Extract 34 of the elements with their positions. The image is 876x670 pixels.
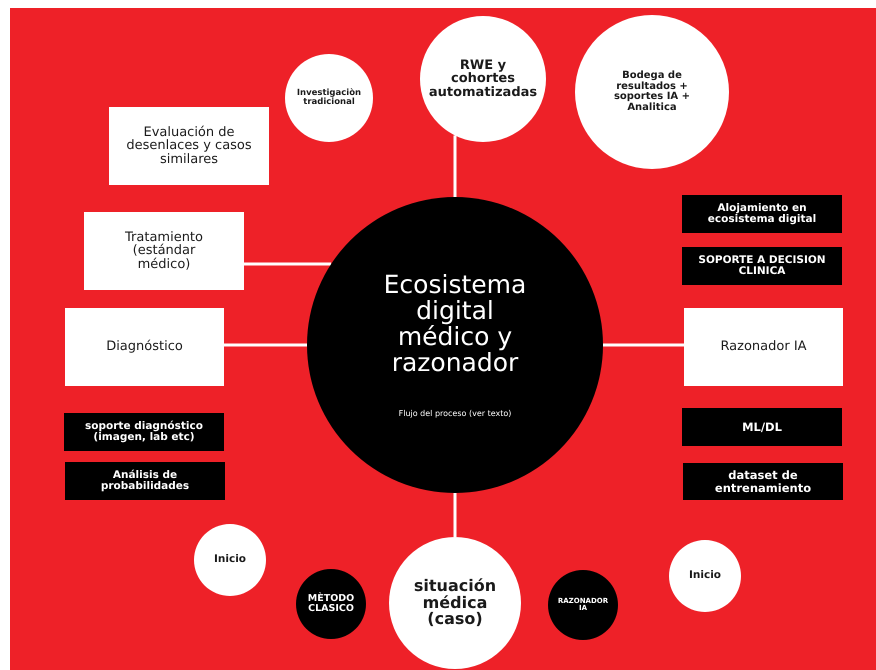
connector-line bbox=[224, 344, 307, 346]
connector-line bbox=[454, 135, 456, 197]
connector-line bbox=[454, 493, 456, 537]
detail-box bbox=[64, 413, 224, 451]
node-label: Razonador IA bbox=[720, 340, 807, 354]
topic-box bbox=[84, 212, 244, 290]
detail-box bbox=[682, 408, 842, 446]
node-label: dataset de entrenamiento bbox=[714, 469, 812, 494]
detail-box bbox=[682, 247, 842, 285]
node-label: Inicio bbox=[214, 554, 246, 566]
node-subtitle: Flujo del proceso (ver texto) bbox=[398, 408, 512, 418]
node-label: situación médica (caso) bbox=[412, 578, 498, 628]
connector-line bbox=[244, 262, 332, 266]
node-label: RWE y cohortes automatizadas bbox=[428, 58, 538, 100]
node-label: soporte diagnóstico (imagen, lab etc) bbox=[84, 420, 204, 444]
topic-box bbox=[684, 308, 843, 386]
node-label: MÈTODO CLASICO bbox=[306, 594, 356, 614]
node-label: Alojamiento en ecosistema digital bbox=[706, 202, 818, 226]
node-label: Bodega de resultados + soportes IA + Analitica bbox=[612, 71, 692, 113]
connector-line bbox=[603, 344, 684, 346]
node-label: SOPORTE A DECISION CLINICA bbox=[697, 254, 827, 278]
node-label: Análisis de probabilidades bbox=[100, 470, 190, 492]
node-label: Tratamiento (estándar médico) bbox=[124, 230, 204, 272]
node-label: ML/DL bbox=[742, 420, 782, 434]
detail-box bbox=[683, 463, 843, 500]
node-label: Evaluación de desenlaces y casos similares bbox=[125, 126, 253, 166]
node-label: Diagnóstico bbox=[106, 340, 183, 354]
node-label: Investigaciòn tradicional bbox=[296, 89, 362, 107]
topic-box bbox=[65, 308, 224, 386]
detail-box bbox=[65, 462, 225, 500]
node-label: Inicio bbox=[688, 570, 722, 582]
topic-box bbox=[109, 107, 269, 185]
detail-box bbox=[682, 195, 842, 233]
node-label: Ecosistema digital médico y razonador bbox=[382, 272, 528, 376]
